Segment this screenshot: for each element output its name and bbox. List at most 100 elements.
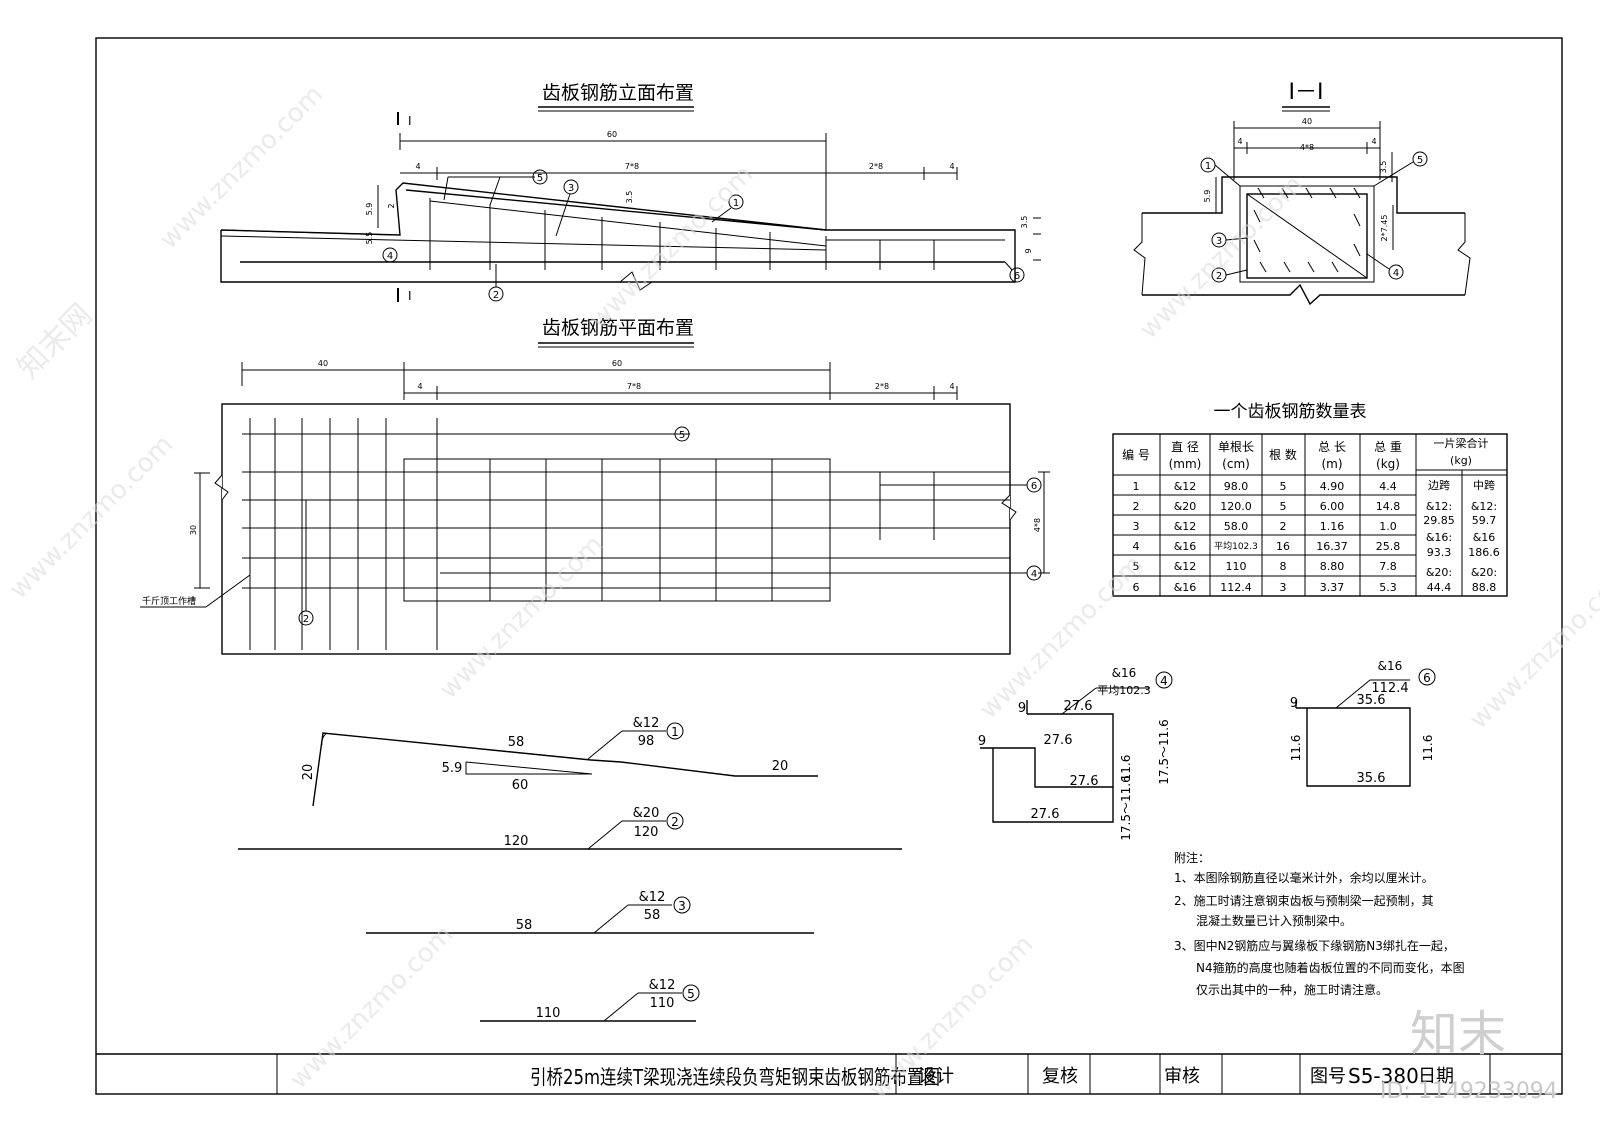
cell-r2-dia: &12 (1174, 520, 1197, 533)
elev-callout-5: 5 (537, 173, 543, 184)
bar4-no: 4 (1160, 674, 1168, 688)
elev-dim-7x8: 7*8 (625, 162, 639, 171)
bar2-len: 120 (634, 825, 659, 840)
plan-callout-4: 4 (1031, 569, 1037, 580)
th-weight-unit: (kg) (1376, 457, 1400, 471)
wm-url-4: www.znzmo.com (4, 430, 179, 605)
note-line-4: N4箍筋的高度也随着齿板位置的不同而变化，本图 (1196, 960, 1465, 975)
plan-view: 齿板钢筋平面布置 40 60 4 7*8 2*8 4 (140, 317, 1050, 655)
cell-r2-total: 1.16 (1320, 520, 1345, 533)
tb-approve: 审核 (1164, 1066, 1200, 1087)
elev-dim-35r: 3.5 (1020, 216, 1029, 229)
elev-dim-2x8: 2*8 (869, 162, 883, 171)
elev-callout-4: 4 (387, 251, 393, 262)
cell-r0-len: 98.0 (1224, 480, 1249, 493)
cell-r1-dia: &20 (1174, 500, 1197, 513)
bar1-seg1: 58 (508, 735, 525, 750)
edge-line-4: &20: (1426, 566, 1452, 579)
cell-r5-dia: &16 (1174, 581, 1197, 594)
plan-jack-label: 千斤顶工作槽 (142, 595, 196, 607)
mid-line-5: 88.8 (1472, 581, 1497, 594)
bar4-mid: 27.6 (1070, 774, 1099, 789)
th-count: 根 数 (1269, 447, 1297, 462)
bar2-no: 2 (671, 815, 679, 829)
bar4-len: 平均102.3 (1097, 684, 1151, 697)
title-block: 引桥25m连续T梁现浇连续段负弯矩钢束齿板钢筋布置图 设计 复核 审核 图号 S… (96, 1053, 1562, 1094)
bar5-seg: 110 (536, 1006, 561, 1021)
cell-r4-total: 8.80 (1320, 560, 1345, 573)
section-callout-5: 5 (1417, 155, 1423, 166)
cell-r4-weight: 7.8 (1379, 560, 1397, 573)
cell-r1-weight: 14.8 (1376, 500, 1401, 513)
sheet-border (95, 37, 1563, 1095)
bar6-len: 112.4 (1371, 681, 1408, 696)
mid-line-0: &12: (1471, 500, 1497, 513)
cell-r3-weight: 25.8 (1376, 540, 1401, 553)
th-total-len: 总 长 (1318, 440, 1346, 454)
elev-dim-total: 60 (607, 130, 617, 139)
bar6-bottom: 35.6 (1357, 771, 1386, 786)
th-beam-unit: (kg) (1450, 454, 1472, 467)
th-no: 编 号 (1122, 447, 1150, 462)
plan-dim-right: 4*8 (1033, 518, 1042, 532)
elev-dim-2: 2 (387, 203, 396, 208)
section-mark-top: I (408, 114, 412, 128)
elev-dim-4b: 4 (949, 162, 954, 171)
elev-dim-4a: 4 (415, 162, 420, 171)
cell-r0-weight: 4.4 (1379, 480, 1397, 493)
elev-callout-2: 2 (493, 290, 499, 301)
wm-url-1: www.znzmo.com (154, 80, 329, 255)
section-callout-2: 2 (1216, 271, 1222, 282)
cell-r5-weight: 5.3 (1379, 581, 1397, 594)
bar4-hb: 17.5～11.6 (1119, 775, 1133, 840)
wm-url-7: www.znzmo.com (284, 920, 459, 1095)
elev-dim-59: 5.9 (365, 203, 374, 216)
section-dim-4: 4 (1237, 137, 1242, 146)
bar1-spec: &12 (633, 716, 660, 731)
cell-r1-len: 120.0 (1220, 500, 1252, 513)
cell-r5-no: 6 (1133, 581, 1140, 594)
wm-url-5: www.znzmo.com (434, 530, 609, 705)
tb-drawing-no: S5-380 (1348, 1064, 1419, 1088)
bar4-h: 11.6 (1119, 755, 1133, 782)
cell-r4-no: 5 (1133, 560, 1140, 573)
wm-brand-1: 知末网 (11, 297, 99, 385)
cell-r1-count: 5 (1280, 500, 1287, 513)
note-line-3: 3、图中N2钢筋应与翼缘板下缘钢筋N3绑扎在一起， (1174, 938, 1455, 953)
cell-r5-len: 112.4 (1220, 581, 1252, 594)
th-dia-unit: (mm) (1169, 457, 1202, 471)
section-title: I－I (1289, 80, 1324, 105)
cell-r0-total: 4.90 (1320, 480, 1345, 493)
cell-r2-no: 3 (1133, 520, 1140, 533)
table-edge-column: &12: 29.85 &16: 93.3 &20: 44.4 (1423, 500, 1455, 594)
mid-line-3: 186.6 (1468, 546, 1500, 559)
wm-logo: 知末 (1410, 1006, 1506, 1062)
bar4-t9: 9 (1018, 701, 1026, 716)
section-callout-1: 1 (1205, 161, 1211, 172)
cell-r3-count: 16 (1276, 540, 1290, 553)
bar6-no: 6 (1423, 671, 1431, 685)
bar1-len: 98 (638, 734, 655, 749)
bar6-spec: &16 (1378, 659, 1403, 673)
bar5-no: 5 (687, 987, 695, 1001)
section-callout-3: 3 (1216, 236, 1222, 247)
bar-detail-3: 58 &12 58 3 (366, 890, 814, 934)
elevation-title: 齿板钢筋立面布置 (542, 82, 694, 104)
notes-title: 附注： (1174, 850, 1210, 865)
wm-id: ID: 1149233094 (1380, 1079, 1558, 1104)
cell-r4-count: 8 (1280, 560, 1287, 573)
bar5-spec: &12 (649, 978, 676, 993)
section-dim-4x8: 4*8 (1300, 143, 1314, 152)
bar3-len: 58 (644, 908, 661, 923)
table-mid-column: &12: 59.7 &16 186.6 &20: 88.8 (1468, 500, 1500, 594)
cell-r1-no: 2 (1133, 500, 1140, 513)
bar3-spec: &12 (639, 890, 666, 905)
elev-dim-35: 3.5 (625, 191, 634, 204)
cell-r4-len: 110 (1226, 560, 1247, 573)
plan-dim-height: 30 (189, 525, 198, 535)
plan-dim-2x8: 2*8 (875, 382, 889, 391)
th-beam-total: 一片梁合计 (1434, 436, 1489, 450)
cell-r4-dia: &12 (1174, 560, 1197, 573)
bar5-len: 110 (650, 996, 675, 1011)
bar4-top: 27.6 (1064, 699, 1093, 714)
